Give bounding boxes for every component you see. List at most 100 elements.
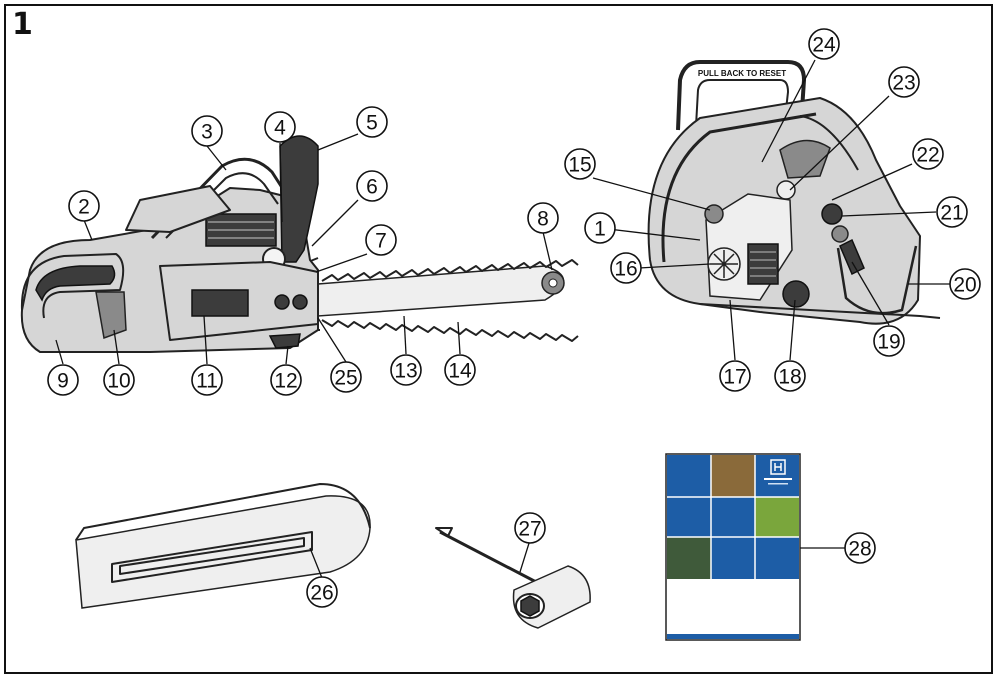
callout-circle — [68, 190, 100, 222]
callout-28: 28 — [844, 532, 876, 564]
callout-circle — [103, 364, 135, 396]
callout-18: 18 — [774, 360, 806, 392]
sprocket-hub — [548, 278, 558, 288]
callout-number: 12 — [274, 370, 297, 393]
spanner-blade — [435, 527, 453, 537]
callout-circle — [306, 576, 338, 608]
callout-4: 4 — [264, 111, 296, 143]
chain-brake-guard — [799, 115, 859, 171]
callout-number: 2 — [78, 196, 90, 219]
front-handle-loop-inner — [695, 79, 789, 127]
callout-circle — [444, 354, 476, 386]
manual-tile — [667, 455, 711, 497]
cylinder-cover — [125, 185, 231, 233]
front-handle-loop — [676, 60, 806, 131]
bar-nut-2 — [292, 294, 308, 310]
callout-number: 23 — [892, 72, 915, 95]
chainsaw-side-view — [20, 135, 579, 353]
figure-frame — [4, 4, 993, 674]
saw-chain — [321, 259, 579, 282]
combination-spanner — [435, 527, 591, 629]
callout-number: 16 — [614, 258, 637, 281]
callout-number: 25 — [334, 367, 357, 390]
rear-handle-grip — [35, 265, 116, 302]
callout-number: 8 — [537, 208, 549, 231]
callout-circle — [514, 512, 546, 544]
callout-19: 19 — [873, 325, 905, 357]
callout-circle — [356, 106, 388, 138]
callout-20: 20 — [949, 268, 981, 300]
manual-tile — [667, 497, 711, 537]
callout-circle — [936, 196, 968, 228]
bar-guard-top-face — [75, 483, 371, 541]
callout-circle — [191, 364, 223, 396]
callout-27: 27 — [514, 512, 546, 544]
callout-number: 6 — [366, 176, 378, 199]
callout-15: 15 — [564, 148, 596, 180]
callout-12: 12 — [270, 364, 302, 396]
callout-circle — [774, 360, 806, 392]
chainsaw-front-view: PULL BACK TO RESET — [647, 60, 941, 325]
saw-chain-lower — [321, 319, 579, 342]
manual-tile — [755, 455, 799, 497]
callout-26: 26 — [306, 576, 338, 608]
callout-number: 27 — [518, 518, 541, 541]
callout-number: 13 — [394, 360, 417, 383]
callout-circle — [949, 268, 981, 300]
callout-circle — [564, 148, 596, 180]
callout-circle — [390, 354, 422, 386]
callout-circle — [808, 28, 840, 60]
callout-11: 11 — [191, 364, 223, 396]
cylinder-cover-front — [779, 139, 831, 179]
callout-17: 17 — [719, 360, 751, 392]
callout-number: 18 — [778, 366, 801, 389]
callout-number: 1 — [594, 218, 606, 241]
manual-tile — [755, 537, 799, 579]
bar-guard — [75, 483, 371, 609]
throttle-lockout — [839, 238, 865, 276]
callout-circle — [270, 364, 302, 396]
callout-circle — [888, 66, 920, 98]
callout-number: 15 — [568, 154, 591, 177]
callout-10: 10 — [103, 364, 135, 396]
callout-number: 10 — [107, 370, 130, 393]
callout-5: 5 — [356, 106, 388, 138]
spanner-hex — [520, 595, 540, 617]
callout-number: 11 — [196, 370, 218, 393]
starter-decal-text: PULL BACK TO RESET — [698, 69, 786, 78]
callout-6: 6 — [356, 170, 388, 202]
callout-circle — [912, 138, 944, 170]
brand-logo — [764, 459, 792, 485]
bar-nut-1 — [274, 294, 290, 310]
callout-23: 23 — [888, 66, 920, 98]
manual-footer-strip — [667, 634, 799, 639]
bar-guard-outline — [75, 495, 371, 609]
manual-tile — [667, 537, 711, 579]
bottom-plate — [699, 303, 941, 319]
figure-number: 1 — [12, 7, 33, 42]
callout-circle — [584, 212, 616, 244]
callout-circle — [356, 170, 388, 202]
leader-lines — [55, 59, 950, 579]
callout-number: 20 — [953, 274, 976, 297]
manual-tile — [711, 455, 755, 497]
callout-circle — [365, 224, 397, 256]
callout-circle — [610, 252, 642, 284]
rear-handle — [20, 253, 125, 319]
cylinder-fins — [205, 213, 277, 247]
callout-circle — [527, 202, 559, 234]
callout-circle — [844, 532, 876, 564]
chain-catcher — [268, 333, 301, 349]
callout-number: 21 — [940, 202, 963, 225]
callout-7: 7 — [365, 224, 397, 256]
callout-1: 1 — [584, 212, 616, 244]
manual-tile — [755, 497, 799, 537]
callout-circle — [719, 360, 751, 392]
bar-guard-slot-inner — [119, 537, 305, 575]
callout-circle — [264, 111, 296, 143]
starter-pulley-spokes — [710, 250, 738, 278]
choke-knob — [704, 204, 724, 224]
